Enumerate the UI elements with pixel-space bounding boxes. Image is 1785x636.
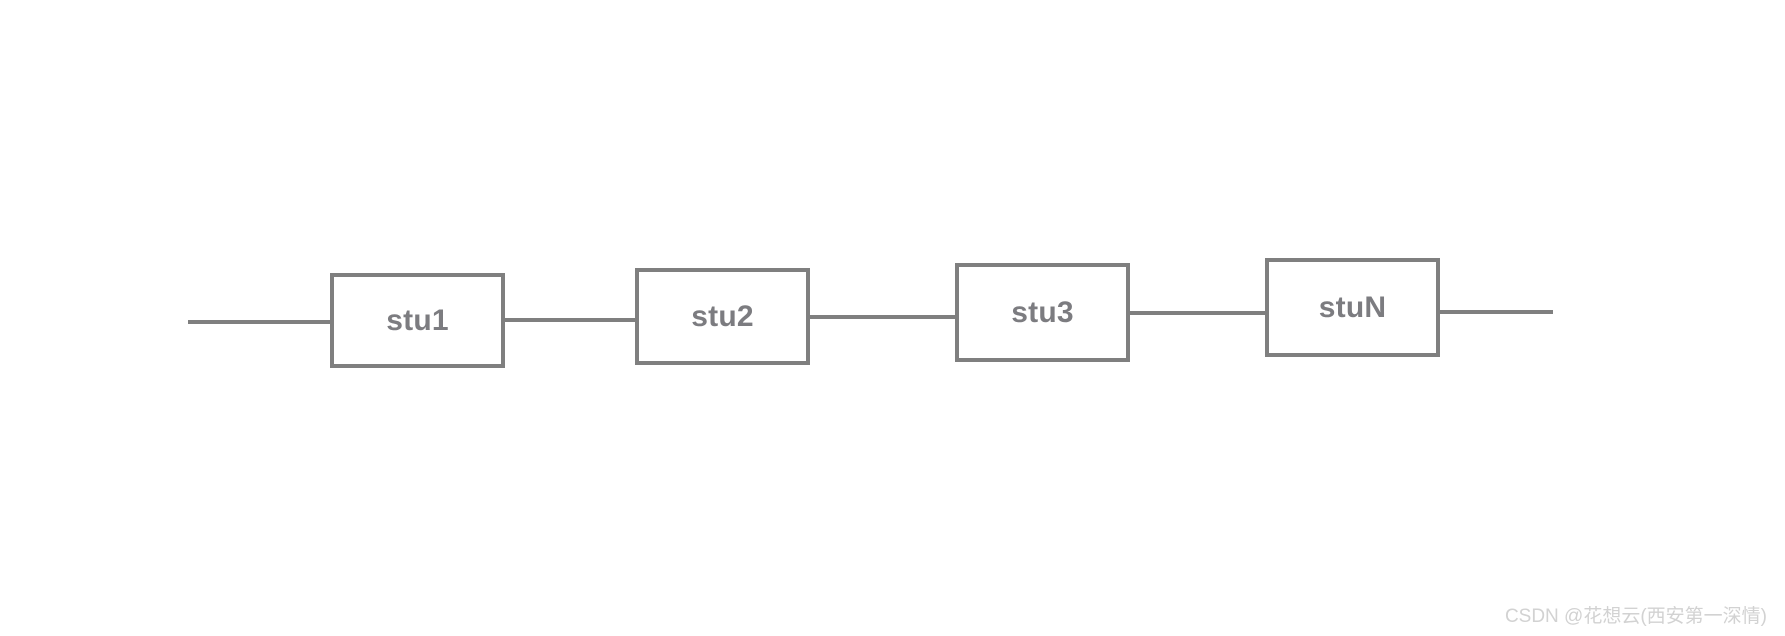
link-line-head bbox=[188, 320, 332, 324]
link-line-stu2-stu3 bbox=[808, 315, 957, 319]
watermark-text: CSDN @花想云(西安第一深情) bbox=[1504, 606, 1767, 627]
node-stu1[interactable]: stu1 bbox=[330, 273, 505, 368]
link-line-stu1-stu2 bbox=[503, 318, 637, 322]
node-label-stu1: stu1 bbox=[386, 303, 449, 337]
link-line-stu3-stuN bbox=[1128, 311, 1267, 315]
node-label-stu2: stu2 bbox=[691, 299, 754, 333]
node-stu2[interactable]: stu2 bbox=[635, 268, 810, 365]
node-label-stuN: stuN bbox=[1318, 290, 1387, 324]
node-stu3[interactable]: stu3 bbox=[955, 263, 1130, 362]
node-stuN[interactable]: stuN bbox=[1265, 258, 1440, 357]
link-line-tail bbox=[1438, 310, 1553, 314]
node-label-stu3: stu3 bbox=[1011, 295, 1074, 329]
